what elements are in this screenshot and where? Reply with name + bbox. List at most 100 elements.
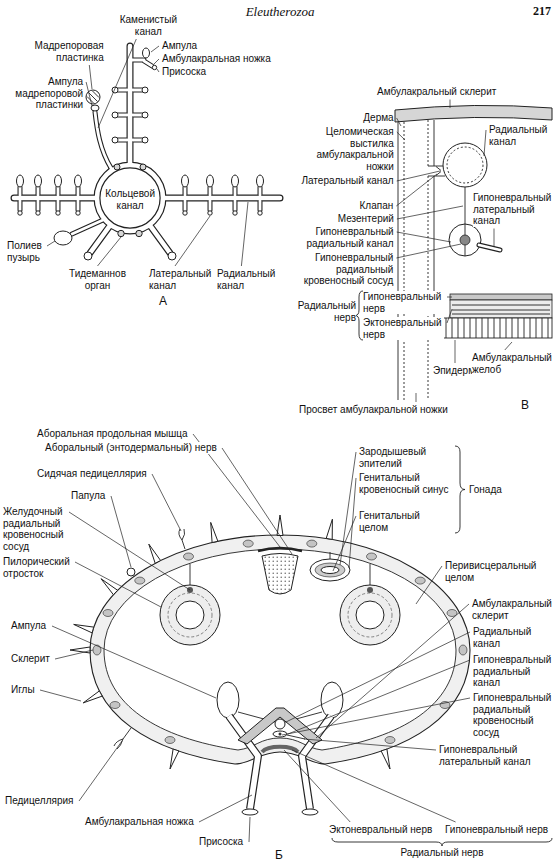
water-vascular-system [75, 175, 82, 187]
leader-line [397, 206, 463, 219]
water-vascular-system [36, 211, 40, 215]
leader-line [222, 448, 292, 554]
part-label: Радиальный канал [217, 268, 278, 291]
part-label: Радиальный нерв [400, 847, 485, 859]
part-label: Присоска [162, 66, 209, 78]
arm-cross-section [103, 610, 113, 617]
leader-line [249, 817, 250, 842]
leader-line [286, 632, 470, 722]
water-vascular-system [112, 112, 118, 118]
arm-cross-section [243, 540, 253, 547]
part-label: Генитальный кровеносный синус [359, 472, 451, 495]
arm-cross-section [348, 593, 392, 637]
part-label: Тидеманнов орган [67, 268, 127, 291]
leader-line [304, 739, 436, 750]
part-label: Гипоневральный нерв [445, 824, 551, 836]
arm-cross-section [170, 749, 179, 769]
leader-line [151, 46, 159, 52]
leader-line [450, 100, 451, 109]
part-label: Целомическая выстилка амбулакральной нож… [314, 126, 394, 172]
part-label: Педицеллярия [5, 795, 76, 807]
arm-cross-section [179, 529, 185, 549]
water-vascular-system [86, 90, 100, 104]
part-label: Гипоневральный радиальный канал [304, 226, 394, 249]
water-vascular-system [152, 65, 156, 69]
part-label: Амбулакральный склерит [472, 598, 554, 621]
leader-line [396, 174, 437, 206]
water-vascular-system [17, 175, 24, 187]
arm-cross-section [279, 733, 282, 736]
part-label: Амбулакральный склерит [377, 86, 499, 98]
running-head: Eleutherozoa [245, 4, 316, 19]
leader-line [397, 232, 451, 242]
arm-cross-section [168, 593, 212, 637]
water-vascular-system [233, 211, 237, 215]
arm-cross-section [302, 809, 318, 815]
leader-line [505, 342, 512, 350]
ambulacral-cross-section [450, 300, 552, 318]
panel-letter: В [521, 398, 532, 412]
water-vascular-system [143, 48, 150, 58]
brace [455, 446, 465, 533]
water-vascular-system [142, 112, 148, 118]
arm-cross-section [340, 585, 400, 645]
arm-cross-section [310, 559, 350, 581]
arm-cross-section [90, 535, 470, 764]
ambulacral-cross-section [395, 105, 552, 122]
leader-line [333, 516, 356, 571]
arm-cross-section [367, 587, 373, 593]
part-label: Гипоневральный латеральный канал [473, 192, 554, 227]
leader-line [111, 496, 131, 567]
leader-line [447, 297, 452, 298]
arm-cross-section [211, 522, 218, 542]
leader-line [55, 650, 93, 659]
part-label: Клапан [357, 200, 393, 212]
leader-line [241, 202, 248, 266]
arm-cross-section [229, 716, 331, 809]
leader-line [397, 118, 401, 126]
part-label: Кольцевой канал [104, 188, 156, 211]
part-label: Зародышевый эпителий [359, 446, 429, 469]
leader-line [98, 237, 122, 266]
part-label: Эктоневральный нерв [363, 317, 444, 340]
arm-cross-section [275, 719, 285, 729]
part-label: Дерма [361, 112, 394, 124]
arm-cross-section [176, 601, 204, 629]
arm-cross-section [217, 682, 239, 718]
panel-letter: Б [275, 848, 285, 862]
water-vascular-system [55, 175, 62, 187]
arm-cross-section [415, 577, 425, 584]
leader-line [316, 604, 469, 738]
water-vascular-system [14, 46, 280, 253]
part-label: Радиальный канал [473, 626, 534, 649]
part-label: Радиальный канал [489, 124, 550, 147]
part-label: Мадрепоровая пластинка [32, 40, 104, 63]
part-label: Гипоневральный латеральный канал [439, 744, 533, 767]
water-vascular-system [168, 252, 176, 260]
water-vascular-system [258, 211, 262, 215]
part-label: Амбулакральная ножка [85, 816, 196, 828]
leader-line [397, 132, 405, 140]
ambulacral-cross-section [440, 318, 548, 338]
arm-cross-section [326, 519, 332, 539]
brace [355, 291, 363, 340]
leader-line [494, 229, 495, 248]
part-label: Каменистый канал [118, 14, 178, 37]
water-vascular-system [142, 87, 148, 93]
part-label: Аборальный (энтодермальный) нерв [45, 442, 219, 454]
water-vascular-system [207, 175, 214, 187]
arm-cross-section [367, 553, 377, 560]
arm-cross-section [74, 624, 94, 633]
part-label: Ампула мадрепоровой пластинки [13, 76, 83, 111]
arm-cross-section [321, 682, 343, 718]
part-label: Иглы [11, 684, 37, 696]
leader-line [396, 244, 461, 258]
leader-line [175, 216, 210, 266]
leader-line [455, 340, 456, 363]
arm-cross-section [307, 540, 317, 547]
ambulacral-cross-section [450, 294, 552, 300]
leader-line [40, 39, 512, 842]
arm-cross-section [273, 731, 287, 737]
ambulacral-cross-section [434, 318, 552, 338]
